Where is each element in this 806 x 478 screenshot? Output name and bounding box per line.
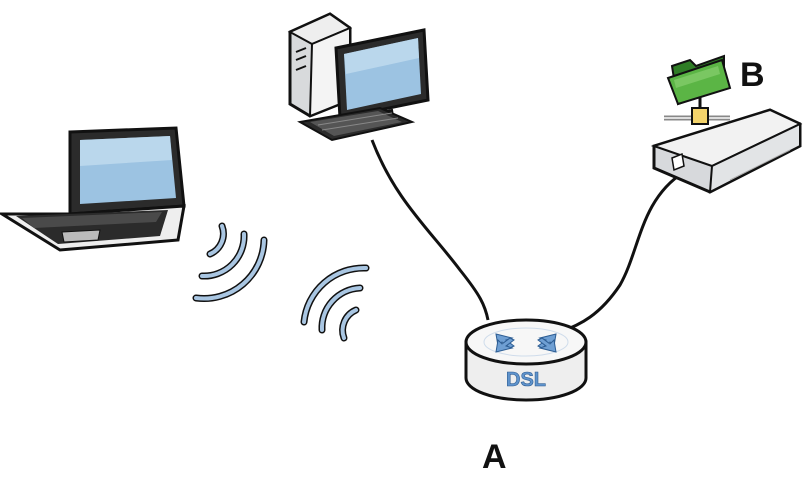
laptop-icon	[0, 126, 186, 252]
network-storage-icon	[650, 108, 803, 194]
wireless-signal-icon	[192, 222, 370, 342]
cable-storage-to-router	[559, 170, 685, 334]
desktop-computer-icon	[287, 12, 430, 142]
dsl-router-icon: DSL	[464, 318, 588, 402]
router-callout-label: A	[482, 438, 507, 476]
router-label: DSL	[506, 369, 546, 391]
storage-callout-label: B	[740, 56, 765, 94]
cable-desktop-to-router	[370, 139, 490, 321]
shared-folder-icon	[664, 54, 732, 125]
